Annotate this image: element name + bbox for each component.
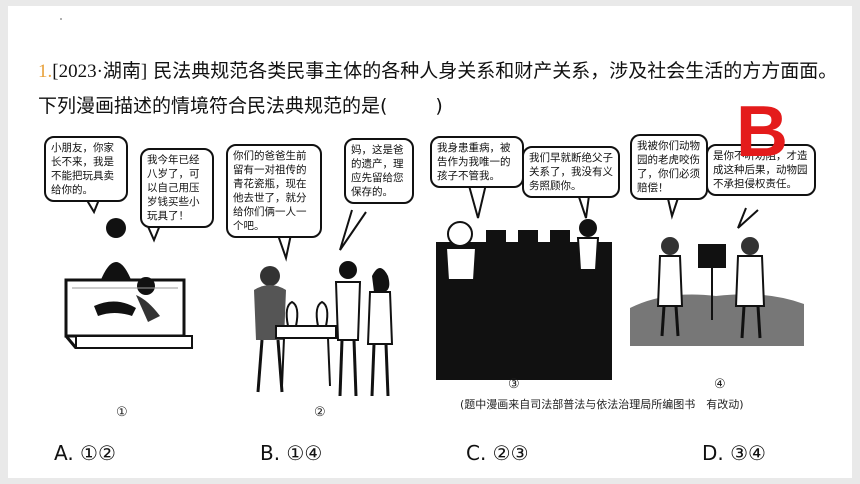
option-c[interactable]: C. ②③ [466,441,529,465]
comic-3: 我身患重病，被告作为我唯一的孩子不管我。 我们早就断绝父子关系了，我没有义务照顾… [426,130,620,430]
option-b[interactable]: B. ①④ [260,441,323,465]
question-source: [2023·湖南] [52,61,148,82]
comic-1-bubble-child: 我今年已经八岁了，可以自己用压岁钱买些小玩具了！ [140,148,214,228]
question-close-paren: ) [435,95,443,117]
answer-mark: B [736,92,788,172]
question-stem: 1.[2023·湖南] 民法典规范各类民事主体的各种人身关系和财产关系，涉及社会… [38,54,843,123]
comic-4: 我被你们动物园的老虎咬伤了，你们必须赔偿！ 是你不听劝阻，才造成这种后果，动物园… [626,130,816,430]
comic-3-label: ③ [508,376,520,391]
comic-1-label: ① [116,404,128,419]
comic-4-label: ④ [714,376,726,391]
comic-2: 你们的爸爸生前留有一对祖传的青花瓷瓶，现在他去世了，就分给你们俩一人一个吧。 妈… [226,130,422,430]
question-text: 民法典规范各类民事主体的各种人身关系和财产关系，涉及社会生活的方方面面。下列漫画… [38,60,838,117]
comic-2-bubble-sibling: 你们的爸爸生前留有一对祖传的青花瓷瓶，现在他去世了，就分给你们俩一人一个吧。 [226,144,322,238]
comic-4-bubble-visitor: 我被你们动物园的老虎咬伤了，你们必须赔偿！ [630,134,708,200]
comic-1-bubble-adult: 小朋友，你家长不来，我是不能把玩具卖给你的。 [44,136,128,202]
question-number: 1. [38,61,53,82]
comic-2-label: ② [314,404,326,419]
option-a[interactable]: A. ①② [54,441,116,465]
comic-3-bubble-parent: 我身患重病，被告作为我唯一的孩子不管我。 [430,136,524,188]
comic-4-bubble-staff: 是你不听劝阻，才造成这种后果，动物园不承担侵权责任。 [706,144,816,196]
comic-1-illustration [64,191,194,349]
comic-4-illustration [630,189,804,346]
comic-credit: (题中漫画来自司法部普法与依法治理局所编图书 有改动) [460,398,744,411]
comic-2-bubble-sister: 妈，这是爸的遗产，理应先留给您保存的。 [344,138,414,204]
comic-1: 小朋友，你家长不来，我是不能把玩具卖给你的。 我今年已经八岁了，可以自己用压岁钱… [36,130,216,430]
slide: 1.[2023·湖南] 民法典规范各类民事主体的各种人身关系和财产关系，涉及社会… [8,6,852,478]
option-d[interactable]: D. ③④ [702,441,766,465]
comic-3-bubble-child: 我们早就断绝父子关系了，我没有义务照顾你。 [522,146,620,198]
decor-dot [60,18,62,20]
